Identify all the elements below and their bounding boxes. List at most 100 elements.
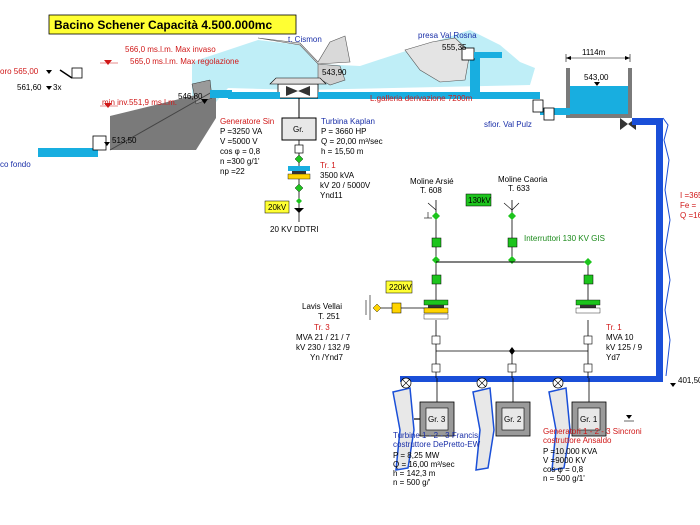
sfior-gate-2 (543, 107, 555, 121)
caoria-earth-switch (503, 202, 513, 211)
sin-kv20-badge (264, 200, 290, 214)
sin-disconnector-icon-2 (294, 183, 304, 193)
moline-caoria-tower: T. 633 (508, 184, 530, 193)
tr3-mid (428, 305, 444, 308)
level-marker-51350 (104, 142, 110, 146)
kv220-label: 220kV (389, 283, 412, 292)
lv-breaker-3b (431, 363, 441, 373)
label-right-2: Fe = (680, 201, 697, 210)
sin-generator-title: Generatore Sin (220, 117, 274, 126)
penstock-bottom (400, 376, 663, 382)
lavis-breaker (391, 302, 402, 314)
label-elev-51350: 513,50 (112, 136, 137, 145)
kaplan-hood (269, 77, 327, 85)
label-left-3x: 3x (53, 83, 61, 92)
arsie-earth-switch (427, 202, 437, 211)
tr3-top (423, 299, 449, 306)
sin-turbine-line-2: Q = 20,00 m³/sec (321, 137, 383, 146)
bus-node-arsie (431, 274, 442, 285)
label-elev-54390: 543,90 (322, 68, 347, 77)
lavis-disc-icon (372, 303, 382, 313)
level-marker-max (104, 60, 112, 65)
tr1-title: Tr. 1 (606, 323, 622, 332)
interruttori-label: Interruttori 130 KV GIS (524, 234, 605, 243)
sin-ddtri-label: 20 KV DDTRI (270, 225, 318, 234)
sin-turbine-line-1: P = 3660 HP (321, 127, 366, 136)
label-right-3: Q =16 (680, 211, 700, 220)
derivation-tunnel (228, 92, 540, 99)
unit-gr1 (548, 378, 607, 471)
lv-breaker-1b (583, 363, 593, 373)
level-marker-min (104, 103, 112, 108)
sin-gen-line-2: V =5000 V (220, 137, 258, 146)
sin-kv20-label: 20kV (268, 203, 287, 212)
generators-line-2: V =9000 KV (543, 456, 587, 465)
label-elev-54680: 546,80 (178, 92, 203, 101)
gate-lever (59, 69, 73, 79)
length-arrow-right (625, 56, 630, 60)
dam-edge (109, 91, 213, 151)
gr1-spiral (548, 387, 571, 471)
gr1-label: Gr. 1 (580, 415, 598, 424)
sin-turbine-title: Turbina Kaplan (321, 117, 375, 126)
gr2-generator-inner (501, 407, 525, 431)
penstock-vertical (656, 118, 663, 380)
turbines-title-2: costruttore DePretto-EW (393, 440, 481, 449)
sin-gen-line-4: n =300 g/1' (220, 157, 260, 166)
sin-tr-title: Tr. 1 (320, 161, 336, 170)
tr1-bot (575, 307, 601, 314)
bottom-outlet-pipe (38, 148, 98, 157)
mountain-right (404, 37, 471, 83)
sin-turbine-line-3: h = 15,50 m (321, 147, 364, 156)
label-max-invaso: 566,0 ms.l.m. Max invaso (125, 45, 216, 54)
bus-node-mid (509, 347, 515, 355)
label-max-regolazione: 565,0 ms.l.m. Max regolazione (130, 57, 239, 66)
page-title: Bacino Schener Capacità 4.500.000mc (54, 18, 272, 32)
turbines-line-1: P = 8,25 MW (393, 451, 440, 460)
sfior-gate (532, 99, 544, 113)
surge-valve-icon (620, 118, 628, 130)
gr2-valve-cross-2 (477, 378, 487, 388)
tr1-breaker (583, 274, 594, 285)
kv130-label: 130kV (468, 196, 491, 205)
sin-ground-icon (294, 208, 304, 213)
length-arrow-left (566, 56, 571, 60)
tr1-top (575, 299, 601, 306)
label-galleria: L.galleria derivazione 7200m (370, 94, 473, 103)
lv-breaker-1a (583, 335, 593, 345)
level-marker-54680 (201, 99, 208, 104)
sin-gen-box-label: Gr. (293, 125, 304, 134)
mountain-left (257, 35, 351, 65)
label-length-1114: 1114m (582, 48, 606, 57)
intake-turbine-pipe (210, 90, 232, 98)
val-rosna-connector (474, 52, 502, 58)
gr3-valve-cross-2 (401, 378, 411, 388)
lavis-tower: T. 251 (318, 312, 340, 321)
tr1-disc-icon (584, 258, 592, 266)
title-box (48, 14, 297, 35)
gr1-valve-cross-2 (553, 378, 563, 388)
generators-title-2: costruttore Ansaldo (543, 436, 612, 445)
tunnel-to-surge (540, 108, 570, 115)
sin-tr-line-1: 3500 kVA (320, 171, 355, 180)
label-left-elev: 561,60 (17, 83, 42, 92)
sin-transformer-bot (287, 173, 311, 180)
sin-tr-line-2: kV 20 / 5000V (320, 181, 371, 190)
kaplan-inlet (258, 92, 280, 99)
tr3-title: Tr. 3 (314, 323, 330, 332)
label-left-level: oro 565,00 (0, 67, 39, 76)
caoria-disc-1-icon (508, 212, 516, 220)
moline-arsie-name: Moline Arsié (410, 177, 454, 186)
label-cismon: t. Cismon (288, 35, 322, 44)
sin-junction-icon (296, 198, 302, 204)
arsie-disc-2-icon (432, 256, 440, 264)
kaplan-blades-icon-2 (298, 86, 310, 96)
tr1-line-3: Yd7 (606, 353, 621, 362)
val-rosna-pipe (470, 56, 480, 94)
generators-title-1: Generatori 1 - 2 - 3 Sincroni (543, 427, 642, 436)
level-marker-3x (46, 70, 52, 74)
label-elev-55535: 555,35 (442, 43, 467, 52)
kaplan-draft (318, 92, 352, 99)
